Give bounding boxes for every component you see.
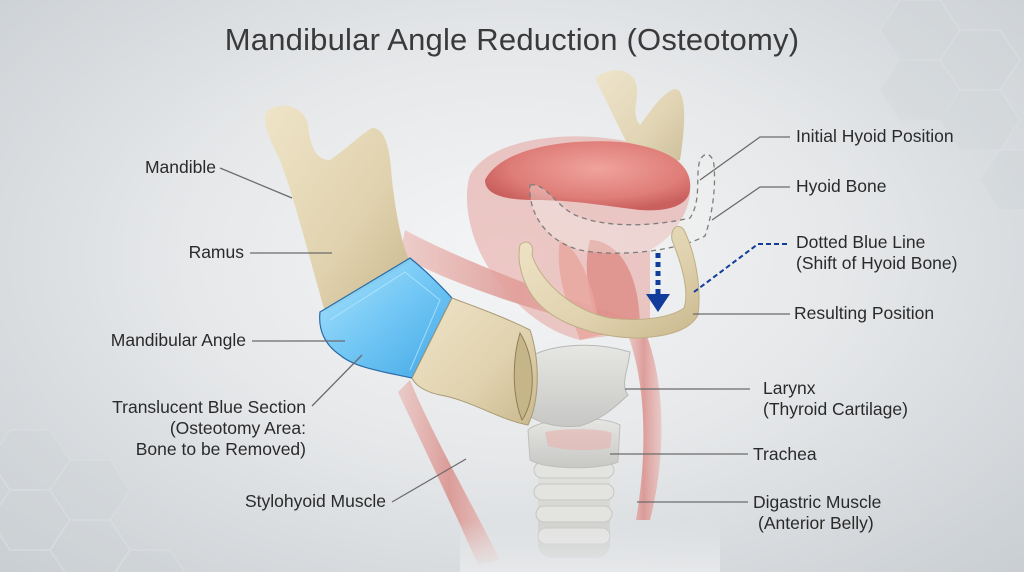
- label-mandibular-angle: Mandibular Angle: [110, 330, 246, 350]
- label-dotted-blue-line: Dotted Blue Line (Shift of Hyoid Bone): [796, 232, 958, 273]
- leader-lines: [219, 136, 790, 503]
- label-initial-hyoid-position: Initial Hyoid Position: [796, 126, 954, 146]
- label-resulting-position: Resulting Position: [794, 303, 935, 323]
- initial-hyoid-outline: [529, 153, 716, 254]
- label-translucent-blue-section: Translucent Blue Section (Osteotomy Area…: [112, 397, 306, 459]
- page-title: Mandibular Angle Reduction (Osteotomy): [224, 22, 800, 57]
- thyroid-cartilage-shape: [522, 344, 631, 427]
- hyoid-bone-shape: [518, 225, 700, 339]
- label-trachea: Trachea: [753, 444, 817, 464]
- mandible-body-shape: [411, 297, 538, 426]
- label-hyoid-bone: Hyoid Bone: [796, 176, 887, 196]
- label-digastric-muscle: Digastric Muscle (Anterior Belly): [753, 492, 882, 533]
- label-larynx: Larynx (Thyroid Cartilage): [763, 378, 908, 419]
- label-mandible: Mandible: [144, 157, 216, 177]
- label-stylohyoid-muscle: Stylohyoid Muscle: [244, 491, 386, 511]
- tongue-shape: [485, 141, 691, 211]
- label-ramus: Ramus: [188, 242, 244, 262]
- mandible-ramus-shape: [265, 105, 410, 312]
